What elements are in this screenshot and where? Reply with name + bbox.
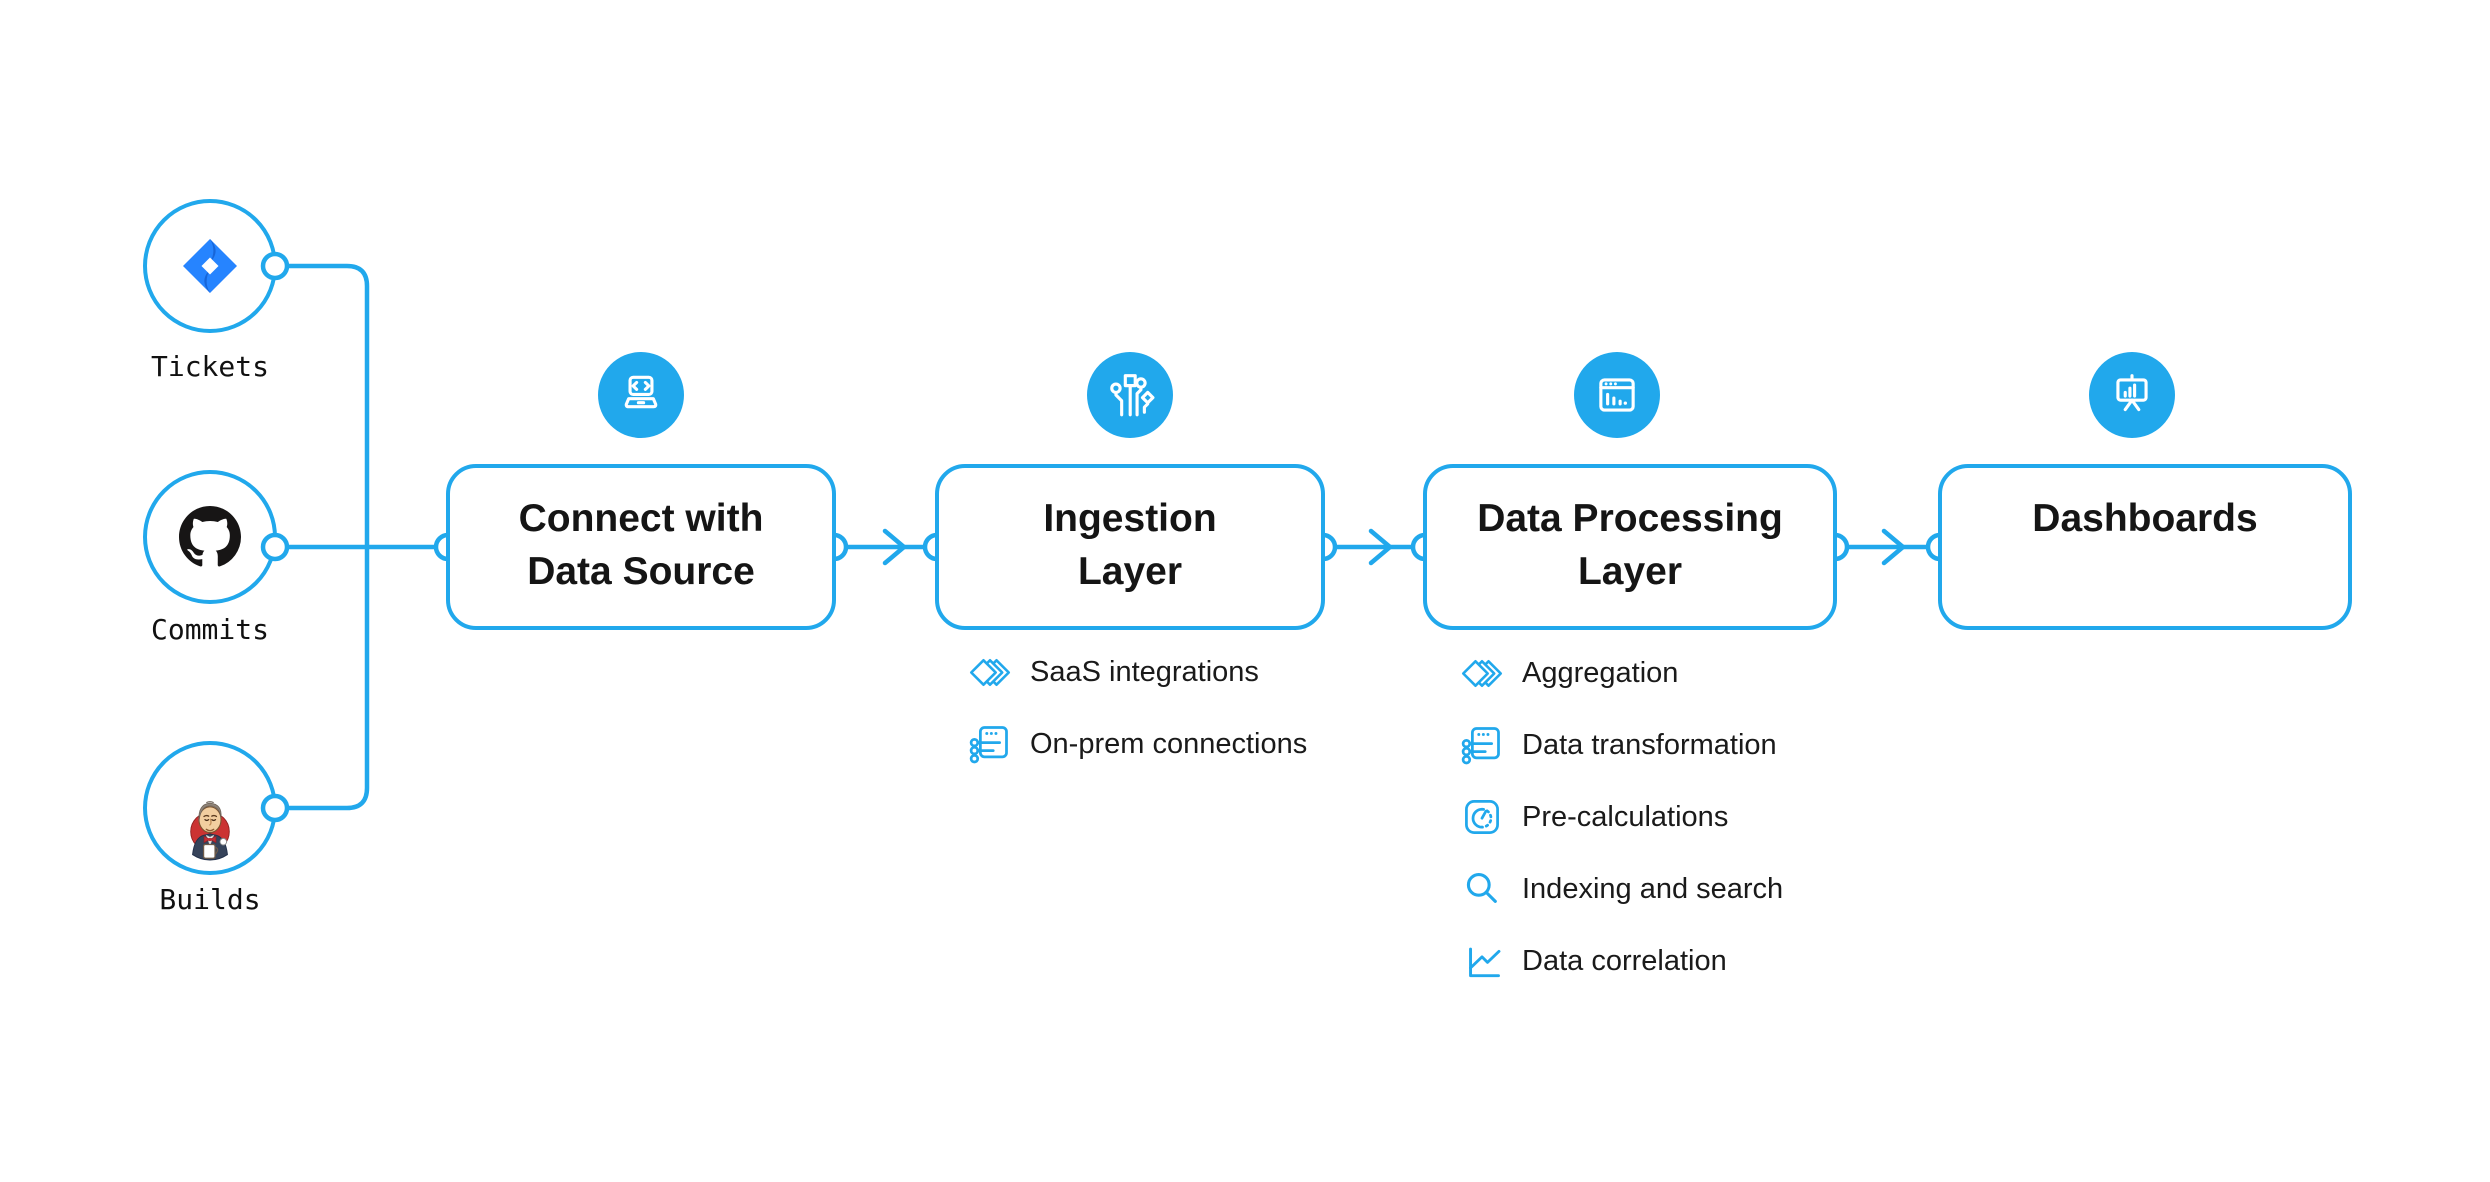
port [260, 793, 290, 823]
source-label-commits: Commits [150, 613, 269, 646]
processing-feature-list: Aggregation Data transformation [1460, 651, 1783, 1011]
stage-title: Connect with [518, 497, 764, 540]
stage-title: Data Processing [1477, 497, 1783, 540]
arrowhead-icon [882, 528, 907, 566]
arrowhead-icon [1881, 528, 1906, 566]
feature-label: SaaS integrations [1030, 655, 1259, 688]
feature-label: Data correlation [1522, 944, 1727, 977]
feature-label: Aggregation [1522, 656, 1679, 689]
feature-label: Pre-calculations [1522, 800, 1729, 833]
source-label-tickets: Tickets [150, 350, 269, 383]
window-sliders-icon [1460, 723, 1504, 767]
list-item: Data transformation [1460, 723, 1783, 767]
port [260, 532, 290, 562]
source-label-builds: Builds [159, 883, 261, 916]
list-item: Aggregation [1460, 651, 1783, 695]
ingestion-feature-list: SaaS integrations On-prem connections [968, 650, 1307, 794]
feature-label: On-prem connections [1030, 727, 1308, 760]
list-item: Pre-calculations [1460, 795, 1783, 839]
port [260, 251, 290, 281]
gauge-icon [1460, 795, 1504, 839]
stage-box-data-processing-layer: Data Processing Layer [1423, 464, 1837, 630]
list-item: On-prem connections [968, 722, 1307, 766]
line-chart-icon [1460, 939, 1504, 983]
stage-title: Dashboards [2032, 497, 2258, 540]
jira-logo-icon [178, 234, 242, 298]
feature-label: Indexing and search [1522, 872, 1784, 905]
search-icon [1460, 867, 1504, 911]
analytics-window-icon [1574, 352, 1660, 438]
window-sliders-icon [968, 722, 1012, 766]
data-ingestion-circuit-icon [1087, 352, 1173, 438]
stage-title: Data Source [527, 550, 755, 593]
jenkins-logo-icon [182, 793, 238, 861]
source-trunk-line [272, 263, 370, 811]
stacked-diamonds-icon [968, 650, 1012, 694]
stage-title: Ingestion [1043, 497, 1217, 540]
feature-label: Data transformation [1522, 728, 1777, 761]
stage-box-dashboards: Dashboards [1938, 464, 2352, 630]
list-item: Indexing and search [1460, 867, 1783, 911]
stage-title: Layer [1077, 550, 1183, 593]
stage-box-ingestion-layer: Ingestion Layer [935, 464, 1325, 630]
laptop-code-icon [598, 352, 684, 438]
stage-box-connect-data-source: Connect with Data Source [446, 464, 836, 630]
github-logo-icon [179, 506, 241, 568]
stage-title: Layer [1577, 550, 1683, 593]
presentation-chart-icon [2089, 352, 2175, 438]
list-item: Data correlation [1460, 939, 1783, 983]
stacked-diamonds-icon [1460, 651, 1504, 695]
list-item: SaaS integrations [968, 650, 1307, 694]
arrowhead-icon [1368, 528, 1393, 566]
